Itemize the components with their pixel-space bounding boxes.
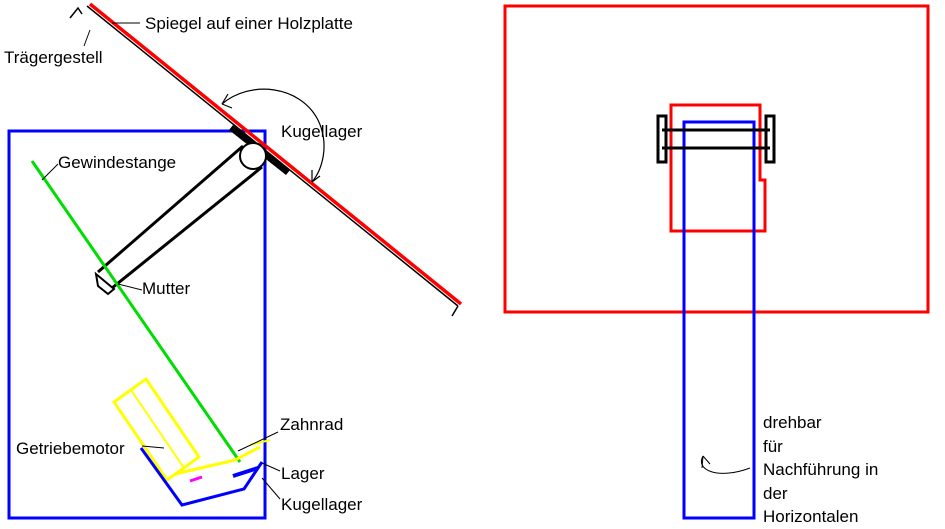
rotation-note-line: der [763,483,788,503]
rod-pointer [41,163,59,181]
nut [94,271,116,296]
frame-pointer [83,29,91,47]
label-bearing: Lager [281,464,325,483]
label-threaded-rod: Gewindestange [58,153,177,172]
label-gear: Zahnrad [280,415,344,434]
rotation-note-line: drehbar [763,413,822,432]
label-frame: Trägergestell [4,48,103,67]
bearing-pointer [261,462,281,472]
tilt-arrow [221,88,325,183]
rotation-arrow [700,455,751,474]
label-ball-bearing-bottom: Kugellager [281,495,363,514]
nut-pointer [117,283,143,291]
support-top-view [682,120,756,520]
label-rotation-note: drehbar für Nachführung in der Horizonta… [763,411,878,529]
gear-pointer [237,431,279,452]
threaded-rod [30,160,242,463]
label-mirror: Spiegel auf einer Holzplatte [145,14,353,33]
bearing-housing [669,103,767,233]
mirror-top-view [503,4,930,314]
label-nut: Mutter [142,279,191,298]
motor-shaft-accent [189,475,203,483]
axle [656,114,776,164]
ball-bearing-top-circle [239,142,267,170]
rotation-note-line: für [763,436,783,456]
motor-mount [139,447,264,507]
lever-arm [97,144,263,290]
label-ball-bearing-top: Kugellager [281,122,363,141]
gear-motor [111,376,271,483]
support-frame [7,129,267,520]
mirror-board [69,2,463,317]
rotation-note-line: Nachführung in [763,460,879,479]
label-gear-motor: Getriebemotor [16,439,125,458]
rotation-note-line: Horizontalen [763,507,859,526]
ball-bearing-bottom-pointer [261,477,281,500]
motor-pointer [141,445,165,449]
